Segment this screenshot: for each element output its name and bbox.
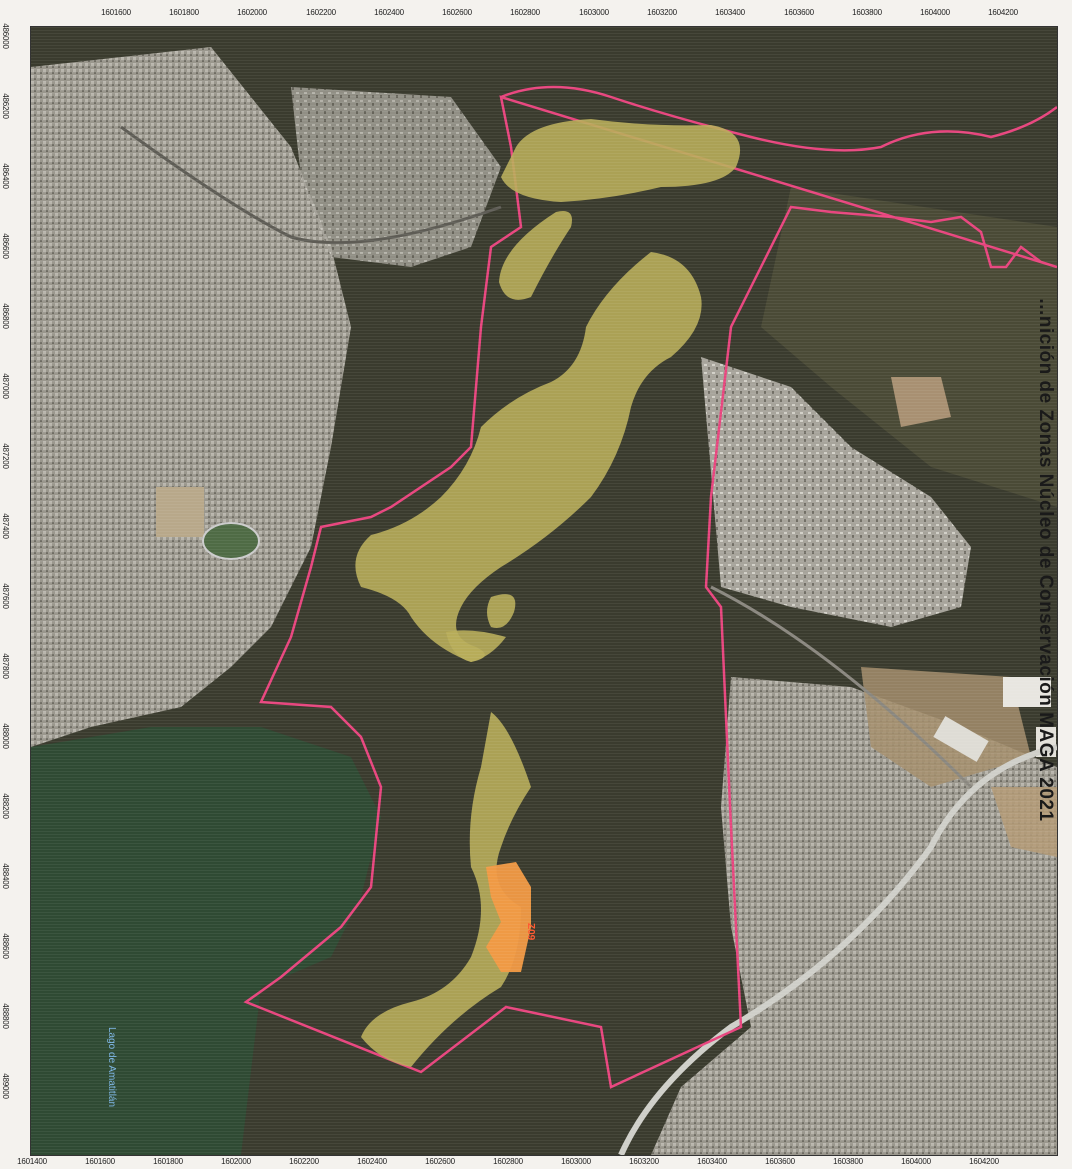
axis-left-tick-label: 487200 xyxy=(1,443,10,469)
axis-top-tick-label: 1603800 xyxy=(852,8,882,17)
axis-left-tick-label: 488000 xyxy=(1,723,10,749)
map-frame[interactable]: Lago de Amatitlán Z09 xyxy=(30,26,1058,1156)
axis-top-tick-label: 1602000 xyxy=(237,8,267,17)
axis-top-tick-label: 1604000 xyxy=(920,8,950,17)
axis-left-tick-label: 486200 xyxy=(1,93,10,119)
axis-bottom-tick-label: 1602400 xyxy=(357,1157,387,1166)
axis-bottom-tick-label: 1602000 xyxy=(221,1157,251,1166)
axis-top-tick-label: 1602600 xyxy=(442,8,472,17)
axis-left-tick-label: 486400 xyxy=(1,163,10,189)
axis-bottom-tick-label: 1601400 xyxy=(17,1157,47,1166)
axis-top-tick-label: 1602400 xyxy=(374,8,404,17)
axis-bottom-tick-label: 1603000 xyxy=(561,1157,591,1166)
axis-top-tick-label: 1603600 xyxy=(784,8,814,17)
axis-left-tick-label: 487800 xyxy=(1,653,10,679)
axis-top-tick-label: 1603200 xyxy=(647,8,677,17)
axis-bottom-tick-label: 1604000 xyxy=(901,1157,931,1166)
lake-label: Lago de Amatitlán xyxy=(106,1027,117,1108)
map-title: ...nición de Zonas Núcleo de Conservació… xyxy=(1035,298,1056,822)
axis-bottom-tick-label: 1604200 xyxy=(969,1157,999,1166)
axis-top-tick-label: 1603400 xyxy=(715,8,745,17)
scan-overlay xyxy=(31,27,1057,1155)
axis-bottom-tick-label: 1602200 xyxy=(289,1157,319,1166)
axis-bottom-tick-label: 1603600 xyxy=(765,1157,795,1166)
axis-left-tick-label: 486000 xyxy=(1,23,10,49)
axis-left-tick-label: 486600 xyxy=(1,233,10,259)
aerial-map[interactable] xyxy=(31,27,1057,1155)
axis-top-tick-label: 1601800 xyxy=(169,8,199,17)
axis-top-tick-label: 1604200 xyxy=(988,8,1018,17)
axis-top-tick-label: 1602800 xyxy=(510,8,540,17)
axis-bottom-tick-label: 1603800 xyxy=(833,1157,863,1166)
axis-left-tick-label: 489000 xyxy=(1,1073,10,1099)
axis-left-tick-label: 486800 xyxy=(1,303,10,329)
axis-left-tick-label: 488400 xyxy=(1,863,10,889)
axis-bottom-tick-label: 1602600 xyxy=(425,1157,455,1166)
axis-left-tick-label: 487400 xyxy=(1,513,10,539)
axis-top-tick-label: 1603000 xyxy=(579,8,609,17)
axis-left-tick-label: 488200 xyxy=(1,793,10,819)
axis-top-tick-label: 1602200 xyxy=(306,8,336,17)
axis-left-tick-label: 487000 xyxy=(1,373,10,399)
axis-bottom-tick-label: 1602800 xyxy=(493,1157,523,1166)
axis-left-tick-label: 488600 xyxy=(1,933,10,959)
axis-left-tick-label: 488800 xyxy=(1,1003,10,1029)
axis-bottom-tick-label: 1603200 xyxy=(629,1157,659,1166)
zone-code-label: Z09 xyxy=(525,923,536,941)
axis-left-tick-label: 487600 xyxy=(1,583,10,609)
axis-bottom-tick-label: 1601600 xyxy=(85,1157,115,1166)
axis-top-tick-label: 1601600 xyxy=(101,8,131,17)
axis-bottom-tick-label: 1603400 xyxy=(697,1157,727,1166)
axis-bottom-tick-label: 1601800 xyxy=(153,1157,183,1166)
